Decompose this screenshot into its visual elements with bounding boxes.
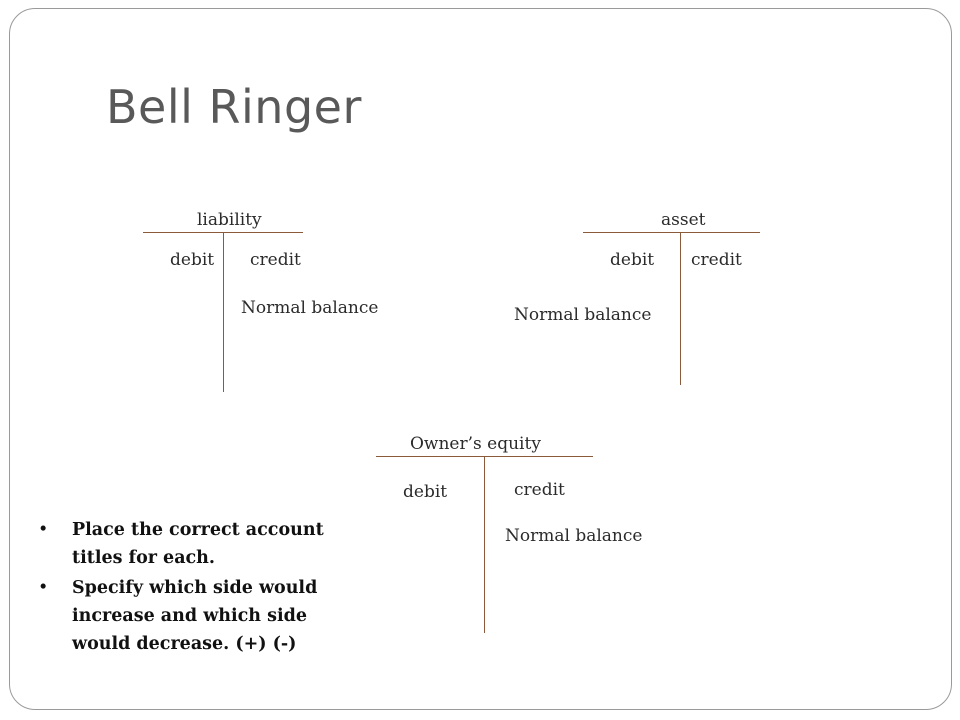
credit-label: credit (514, 480, 565, 500)
slide-frame (9, 8, 952, 710)
debit-label: debit (610, 250, 655, 270)
t-account-title: liability (197, 210, 262, 230)
instruction-text: Specify which side would increase and wh… (72, 578, 318, 654)
debit-label: debit (170, 250, 215, 270)
t-account-title: Owner’s equity (410, 434, 541, 454)
normal-balance-label: Normal balance (505, 526, 643, 546)
normal-balance-label: Normal balance (514, 305, 652, 325)
bullet-dot-icon: • (38, 578, 49, 598)
t-account-divider (223, 232, 224, 392)
credit-label: credit (691, 250, 742, 270)
t-account-title: asset (661, 210, 706, 230)
t-account-divider (484, 456, 485, 633)
t-account-divider (680, 232, 681, 385)
slide-title: Bell Ringer (106, 80, 362, 134)
instructions-list: • Place the correct account titles for e… (38, 516, 348, 660)
instruction-item: • Specify which side would increase and … (38, 574, 348, 658)
instruction-item: • Place the correct account titles for e… (38, 516, 348, 572)
t-account-top-line (583, 232, 760, 233)
debit-label: debit (403, 482, 448, 502)
normal-balance-label: Normal balance (241, 298, 379, 318)
instruction-text: Place the correct account titles for eac… (72, 520, 324, 568)
bullet-dot-icon: • (38, 520, 49, 540)
credit-label: credit (250, 250, 301, 270)
